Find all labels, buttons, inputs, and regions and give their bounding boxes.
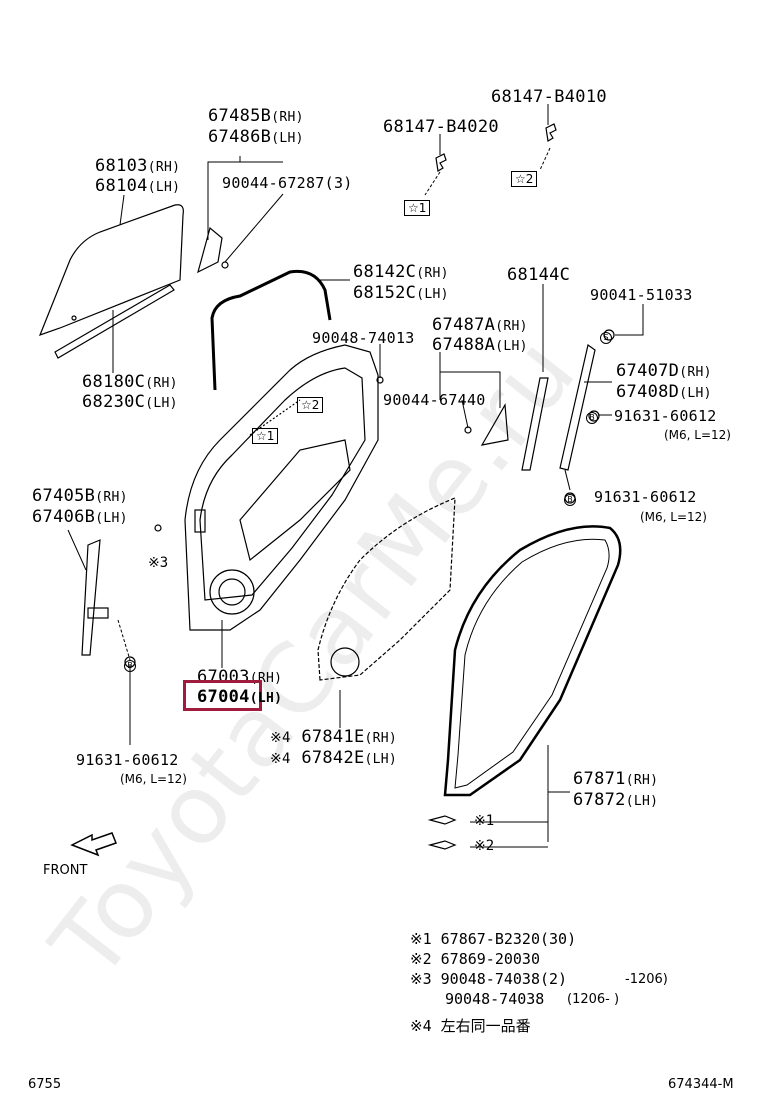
part-67004[interactable]: 67004(LH) — [197, 687, 283, 707]
part-67485b: 67485B(RH) — [208, 106, 304, 126]
footer-left: 6755 — [28, 1077, 62, 1092]
door-weatherstrip-shape — [427, 525, 622, 850]
front-arrow-icon — [70, 832, 117, 857]
part-67488a: 67488A(LH) — [432, 335, 528, 355]
part-90041-51033: 90041-51033 — [590, 286, 693, 304]
part-91631-60612-b: 91631-60612 — [594, 488, 697, 506]
weatherstrip-shape — [521, 377, 549, 471]
part-67872: 67872(LH) — [573, 790, 659, 810]
b-mark-b: B — [564, 491, 579, 507]
note-row: ※2 67869-20030 — [410, 950, 540, 968]
footer-right: 674344-M — [668, 1077, 734, 1092]
door-panel-shape — [184, 344, 379, 631]
clip-shapes — [154, 123, 557, 532]
k2-mark: ※2 — [474, 838, 495, 854]
s-mark: S — [600, 329, 615, 345]
part-90048-74013: 90048-74013 — [312, 329, 415, 347]
part-67842e: ※4 67842E(LH) — [270, 748, 398, 768]
part-67486b: 67486B(LH) — [208, 127, 304, 147]
note-range: (1206- ) — [567, 992, 620, 1007]
spec-c: (M6, L=12) — [120, 772, 187, 786]
part-68144c: 68144C — [507, 265, 571, 285]
run-channel-shape — [210, 269, 332, 391]
spec-b: (M6, L=12) — [640, 510, 707, 524]
part-68147-b4010: 68147-B4010 — [491, 87, 607, 107]
part-68152c: 68152C(LH) — [353, 283, 449, 303]
corner-trim-shape — [197, 226, 229, 274]
part-67406b: 67406B(LH) — [32, 507, 128, 527]
part-67871: 67871(RH) — [573, 769, 659, 789]
b-mark-c: B — [124, 657, 139, 673]
star2-mark-upper: ☆2 — [511, 170, 538, 187]
note-row: ※1 67867-B2320(30) — [410, 930, 577, 948]
b-mark-a: B — [586, 409, 601, 425]
hole-cover-shape — [317, 497, 456, 681]
selected-part-highlight[interactable] — [183, 680, 262, 711]
leader-lines — [67, 104, 644, 848]
part-68180c: 68180C(RH) — [82, 372, 178, 392]
part-91631-60612-a: 91631-60612 — [614, 407, 717, 425]
part-68230c: 68230C(LH) — [82, 392, 178, 412]
part-68147-b4020: 68147-B4020 — [383, 117, 499, 137]
star1-mark-upper: ☆1 — [404, 199, 431, 216]
k3-mark: ※3 — [148, 555, 169, 571]
part-67405b: 67405B(RH) — [32, 486, 128, 506]
regulator-shape — [81, 539, 136, 668]
k1-mark: ※1 — [474, 813, 495, 829]
spec-a: (M6, L=12) — [664, 428, 731, 442]
quarter-glass-shape — [38, 204, 184, 359]
part-68104: 68104(LH) — [95, 176, 181, 196]
note-range: -1206) — [625, 972, 668, 987]
part-90044-67287: 90044-67287(3) — [222, 174, 353, 192]
part-67487a: 67487A(RH) — [432, 315, 528, 335]
note-row: 90048-74038 — [445, 990, 545, 1008]
part-68142c: 68142C(RH) — [353, 262, 449, 282]
star2-mark-door: ☆2 — [297, 396, 324, 413]
part-67408d: 67408D(LH) — [616, 382, 712, 402]
part-67407d: 67407D(RH) — [616, 361, 712, 381]
part-67841e: ※4 67841E(RH) — [270, 727, 398, 747]
star1-mark-door: ☆1 — [252, 427, 279, 444]
note-row: ※3 90048-74038(2) — [410, 970, 568, 988]
note-row: ※4 左右同一品番 — [410, 1017, 531, 1035]
part-91631-60612-c: 91631-60612 — [76, 751, 179, 769]
part-68103: 68103(RH) — [95, 156, 181, 176]
front-label: FRONT — [43, 863, 88, 878]
part-90044-67440: 90044-67440 — [383, 391, 486, 409]
triangle-piece-shape — [480, 403, 509, 446]
